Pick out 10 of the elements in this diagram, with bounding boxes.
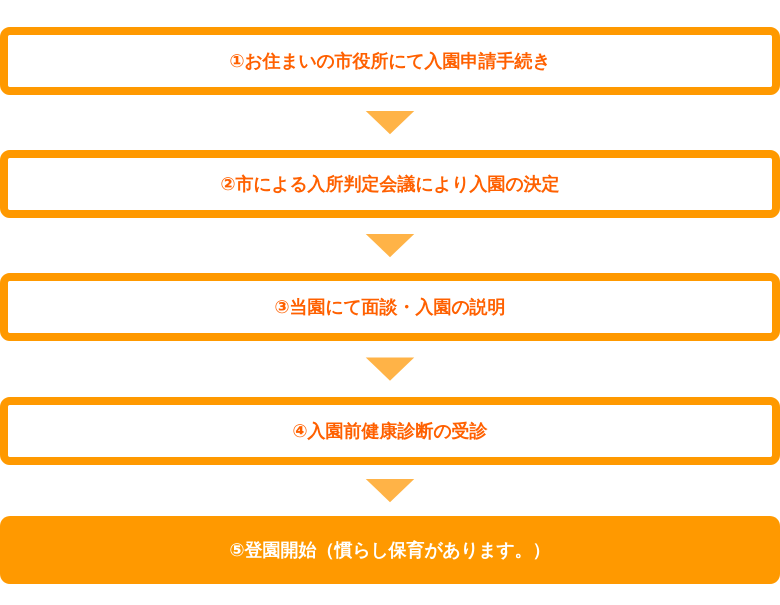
- step-box: [0, 273, 780, 341]
- step-text: ⑤登園開始（慣らし保育があります。）: [229, 539, 551, 562]
- step-box: [0, 516, 780, 584]
- step-box: [0, 150, 780, 218]
- step-text: ④入園前健康診断の受診: [292, 420, 488, 443]
- step-text: ②市による入所判定会議により入園の決定: [220, 173, 560, 196]
- step-text: ③当園にて面談・入園の説明: [274, 296, 506, 319]
- step-text: ①お住まいの市役所にて入園申請手続き: [229, 50, 551, 73]
- step-box: [0, 27, 780, 95]
- step-box: [0, 397, 780, 465]
